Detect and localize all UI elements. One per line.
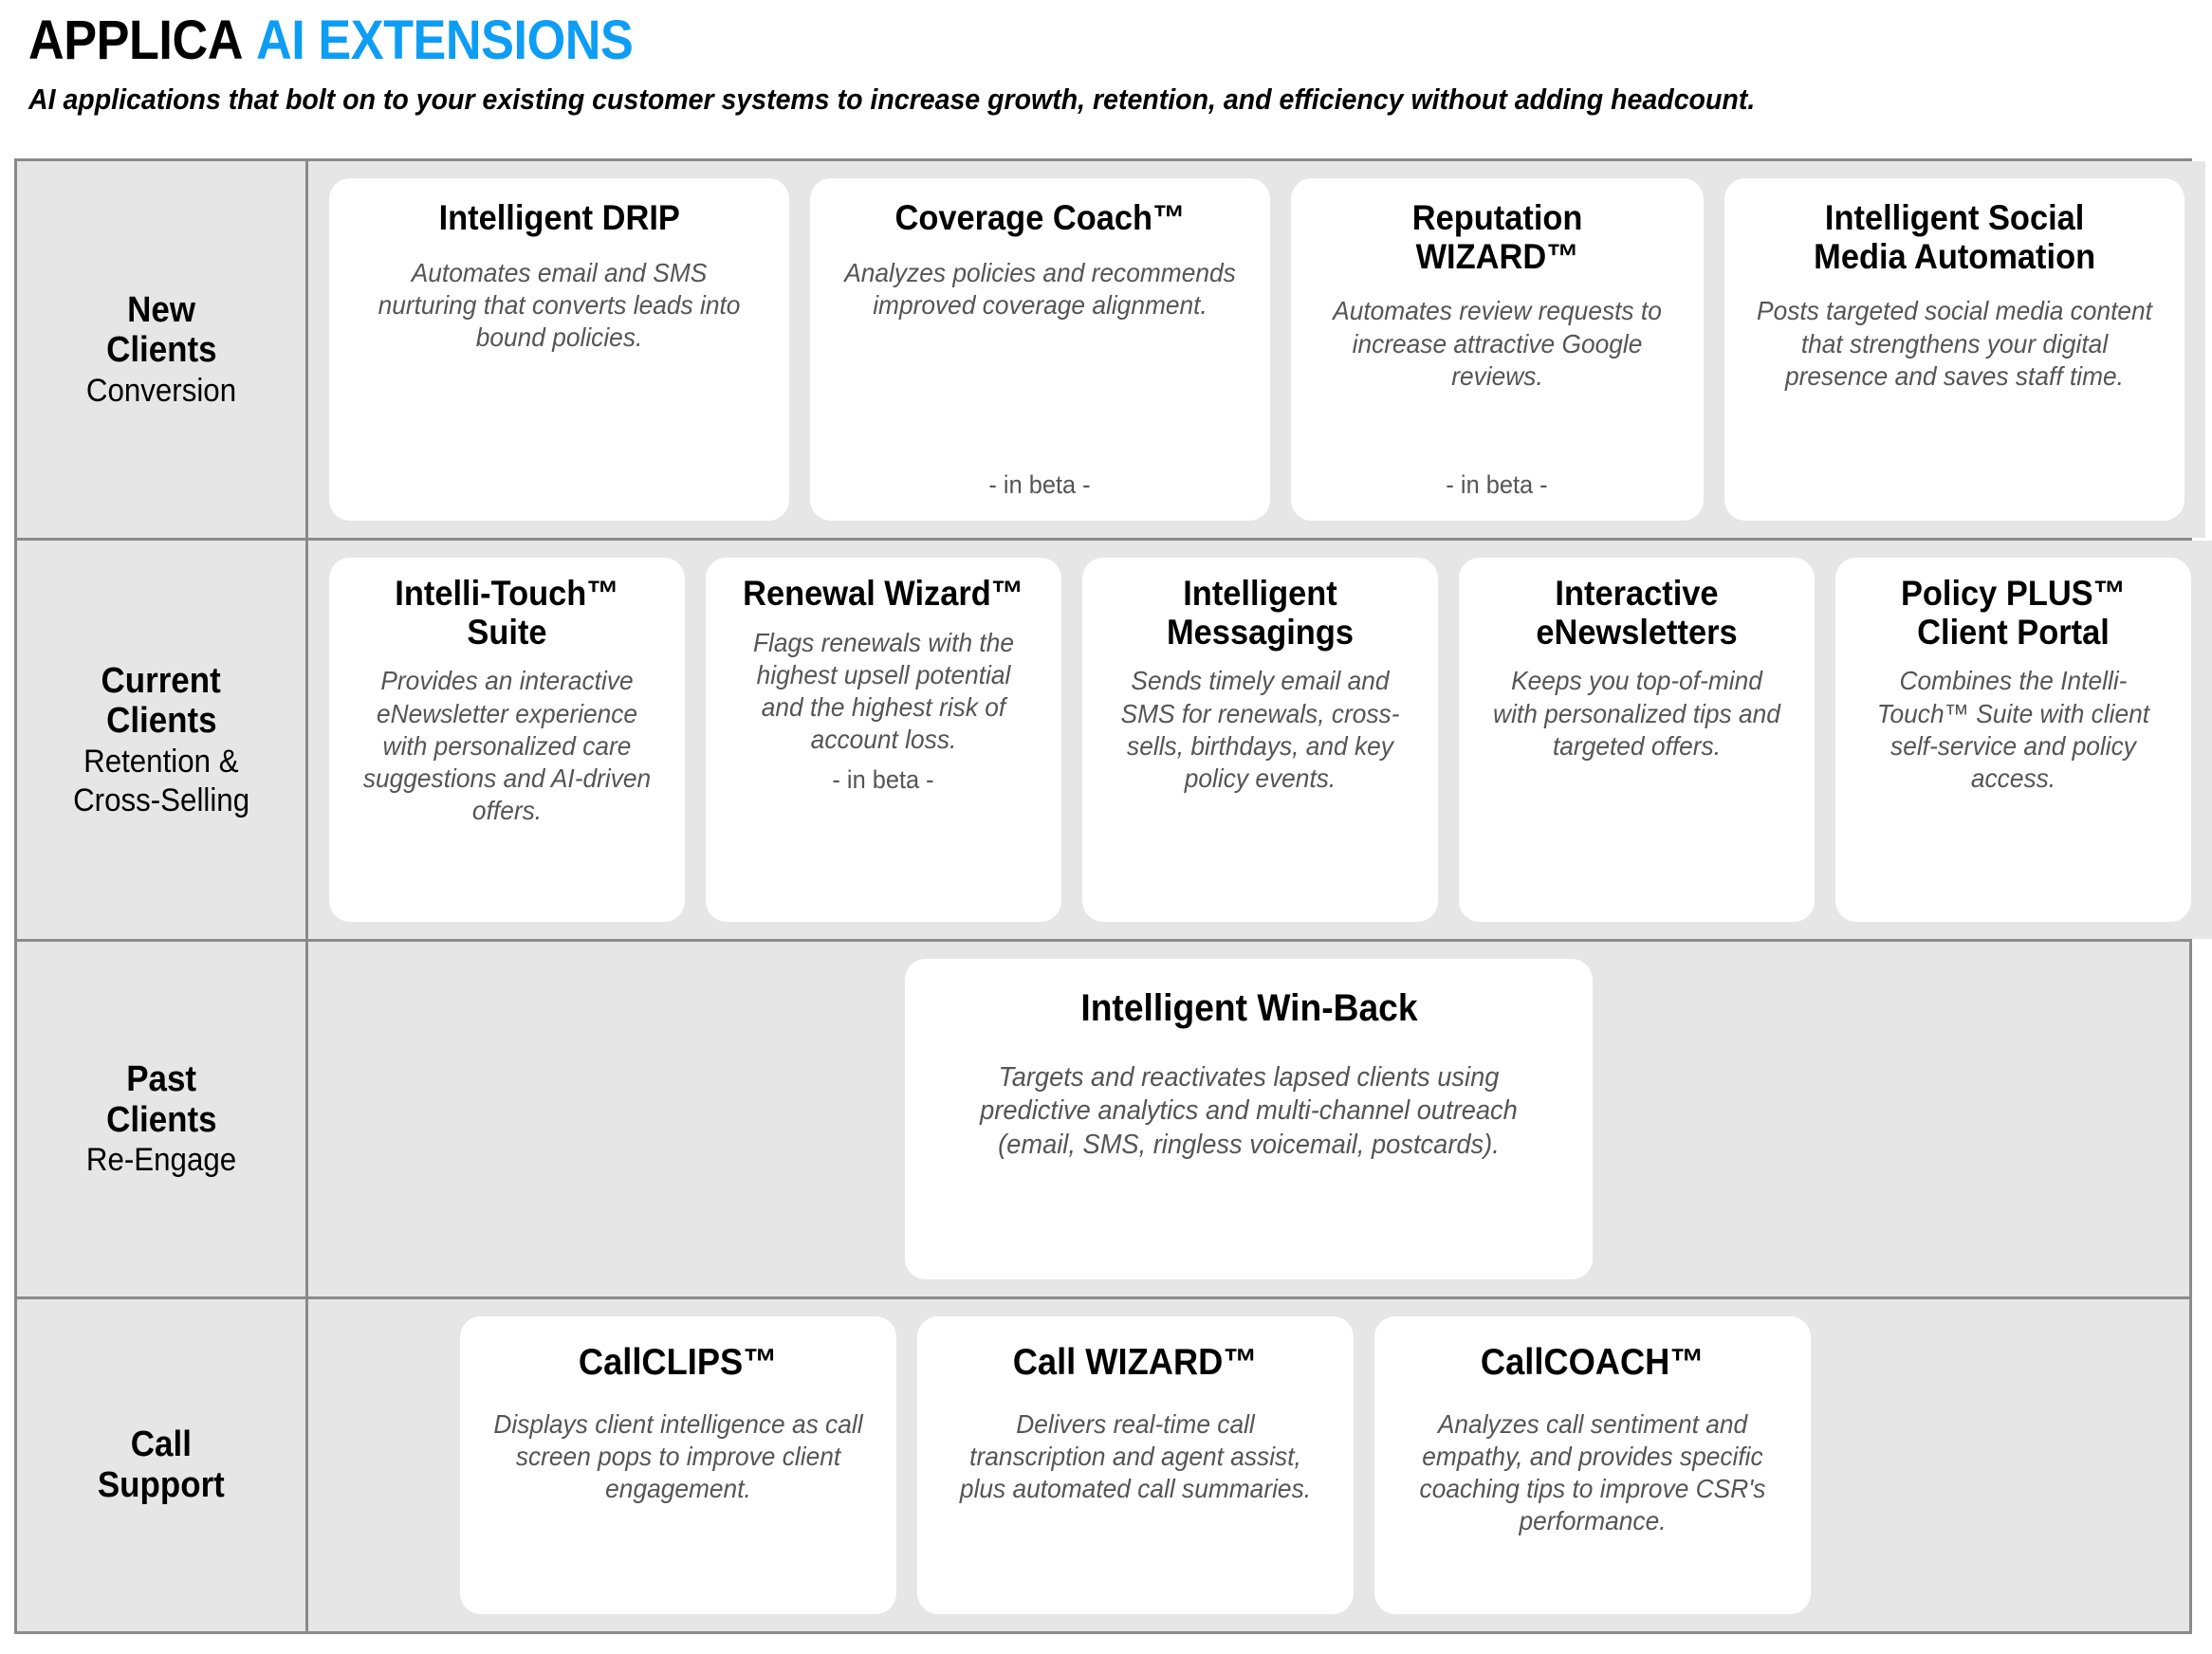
row-cards-call-support: CallCLIPS™ Displays client intelligence …: [308, 1299, 2189, 1631]
card-beta-badge: - in beta -: [988, 470, 1092, 499]
card-intelligent-messagings[interactable]: Intelligent Messagings Sends timely emai…: [1082, 558, 1438, 922]
row-label-main-line2: Clients: [105, 330, 217, 371]
card-title: CallCOACH™: [1481, 1342, 1705, 1383]
row-label-current-clients: Current Clients Retention & Cross-Sellin…: [17, 541, 308, 939]
page-title: APPLICA AI EXTENSIONS: [28, 9, 1994, 71]
row-cards-new-clients: Intelligent DRIP Automates email and SMS…: [308, 161, 2205, 538]
row-label-sub-line1: Retention &: [83, 743, 239, 780]
card-description: Combines the Intelli-Touch™ Suite with c…: [1876, 666, 2150, 793]
card-description: Provides an interactive eNewsletter expe…: [362, 666, 652, 825]
card-renewal-wizard[interactable]: Renewal Wizard™ Flags renewals with the …: [706, 558, 1061, 922]
card-description: Sends timely email and SMS for renewals,…: [1120, 666, 1400, 793]
row-label-sub: Re-Engage: [85, 1142, 237, 1179]
card-beta-badge: - in beta -: [832, 765, 935, 795]
card-callclips[interactable]: CallCLIPS™ Displays client intelligence …: [460, 1316, 896, 1614]
card-title-line2: Media Automation: [1814, 236, 2095, 276]
card-policy-plus-client-portal[interactable]: Policy PLUS™ Client Portal Combines the …: [1835, 558, 2191, 922]
card-reputation-wizard[interactable]: Reputation WIZARD™ Automates review requ…: [1291, 178, 1704, 521]
card-description: Flags renewals with the highest upsell p…: [752, 627, 1015, 755]
card-title: Reputation WIZARD™: [1411, 198, 1583, 276]
card-intelli-touch-suite[interactable]: Intelli-Touch™ Suite Provides an interac…: [329, 558, 685, 922]
card-description: Automates review requests to increase at…: [1333, 296, 1662, 391]
page-header: APPLICA AI EXTENSIONS AI applications th…: [0, 0, 2212, 116]
card-title-line2: WIZARD™: [1415, 236, 1579, 276]
card-description: Posts targeted social media content that…: [1757, 296, 2152, 391]
card-description: Displays client intelligence as call scr…: [493, 1408, 863, 1504]
card-title: Coverage Coach™: [894, 198, 1186, 237]
row-label-call-support: Call Support: [17, 1299, 308, 1631]
matrix-row-call-support: Call Support CallCLIPS™ Displays client …: [17, 1299, 2189, 1631]
card-title: Policy PLUS™ Client Portal: [1900, 574, 2127, 652]
card-callcoach[interactable]: CallCOACH™ Analyzes call sentiment and e…: [1374, 1316, 1811, 1614]
row-cards-past-clients: Intelligent Win-Back Targets and reactiv…: [308, 942, 2189, 1296]
card-description: Keeps you top-of-mind with personalized …: [1493, 666, 1780, 761]
card-title-line1: Intelligent Social: [1824, 198, 2085, 237]
extensions-matrix: New Clients Conversion Intelligent DRIP …: [14, 158, 2212, 1634]
title-brand: APPLICA: [28, 9, 243, 71]
card-title: Intelligent DRIP: [438, 198, 680, 237]
card-title-line1: Reputation: [1411, 198, 1583, 237]
card-title: Intelligent Social Media Automation: [1814, 198, 2095, 276]
row-cards-current-clients: Intelli-Touch™ Suite Provides an interac…: [308, 541, 2212, 939]
card-title: Renewal Wizard™: [743, 574, 1024, 613]
card-description: Delivers real-time call transcription an…: [959, 1408, 1312, 1504]
row-label-main-line1: Call: [130, 1424, 193, 1465]
row-label-main-line1: New: [127, 289, 195, 330]
card-coverage-coach[interactable]: Coverage Coach™ Analyzes policies and re…: [810, 178, 1270, 521]
card-description: Analyzes policies and recommends improve…: [844, 257, 1236, 320]
row-label-main-line2: Clients: [105, 1099, 217, 1140]
card-interactive-enewsletters[interactable]: Interactive eNewsletters Keeps you top-o…: [1459, 558, 1815, 922]
card-title: Intelli-Touch™ Suite: [395, 574, 619, 652]
card-beta-badge: - in beta -: [1446, 470, 1549, 499]
row-label-main-line2: Support: [97, 1465, 225, 1505]
card-title: Call WIZARD™: [1013, 1342, 1258, 1383]
matrix-row-new-clients: New Clients Conversion Intelligent DRIP …: [17, 161, 2205, 541]
card-title: Intelligent Win-Back: [1079, 987, 1418, 1029]
card-description: Automates email and SMS nurturing that c…: [378, 257, 741, 352]
title-accent: AI EXTENSIONS: [256, 9, 634, 71]
card-intelligent-drip[interactable]: Intelligent DRIP Automates email and SMS…: [329, 178, 789, 521]
row-label-main-line1: Current: [101, 660, 222, 701]
row-label-sub-line2: Cross-Selling: [72, 781, 250, 818]
row-label-main-line1: Past: [126, 1059, 196, 1100]
row-label-sub: Conversion: [85, 372, 237, 409]
row-label-past-clients: Past Clients Re-Engage: [17, 942, 308, 1296]
row-label-new-clients: New Clients Conversion: [17, 161, 308, 538]
card-title: Intelligent Messagings: [1167, 574, 1354, 652]
row-label-main-line2: Clients: [105, 701, 217, 742]
card-title: CallCLIPS™: [579, 1342, 778, 1383]
card-description: Analyzes call sentiment and empathy, and…: [1419, 1408, 1766, 1536]
matrix-row-current-clients: Current Clients Retention & Cross-Sellin…: [17, 541, 2212, 942]
card-call-wizard[interactable]: Call WIZARD™ Delivers real-time call tra…: [917, 1316, 1354, 1614]
card-title: Interactive eNewsletters: [1536, 574, 1738, 652]
card-intelligent-win-back[interactable]: Intelligent Win-Back Targets and reactiv…: [905, 959, 1593, 1279]
matrix-row-past-clients: Past Clients Re-Engage Intelligent Win-B…: [17, 942, 2189, 1299]
card-intelligent-social-media-automation[interactable]: Intelligent Social Media Automation Post…: [1724, 178, 2184, 521]
page-subtitle: AI applications that bolt on to your exi…: [28, 82, 1756, 116]
card-description: Targets and reactivates lapsed clients u…: [980, 1062, 1518, 1160]
